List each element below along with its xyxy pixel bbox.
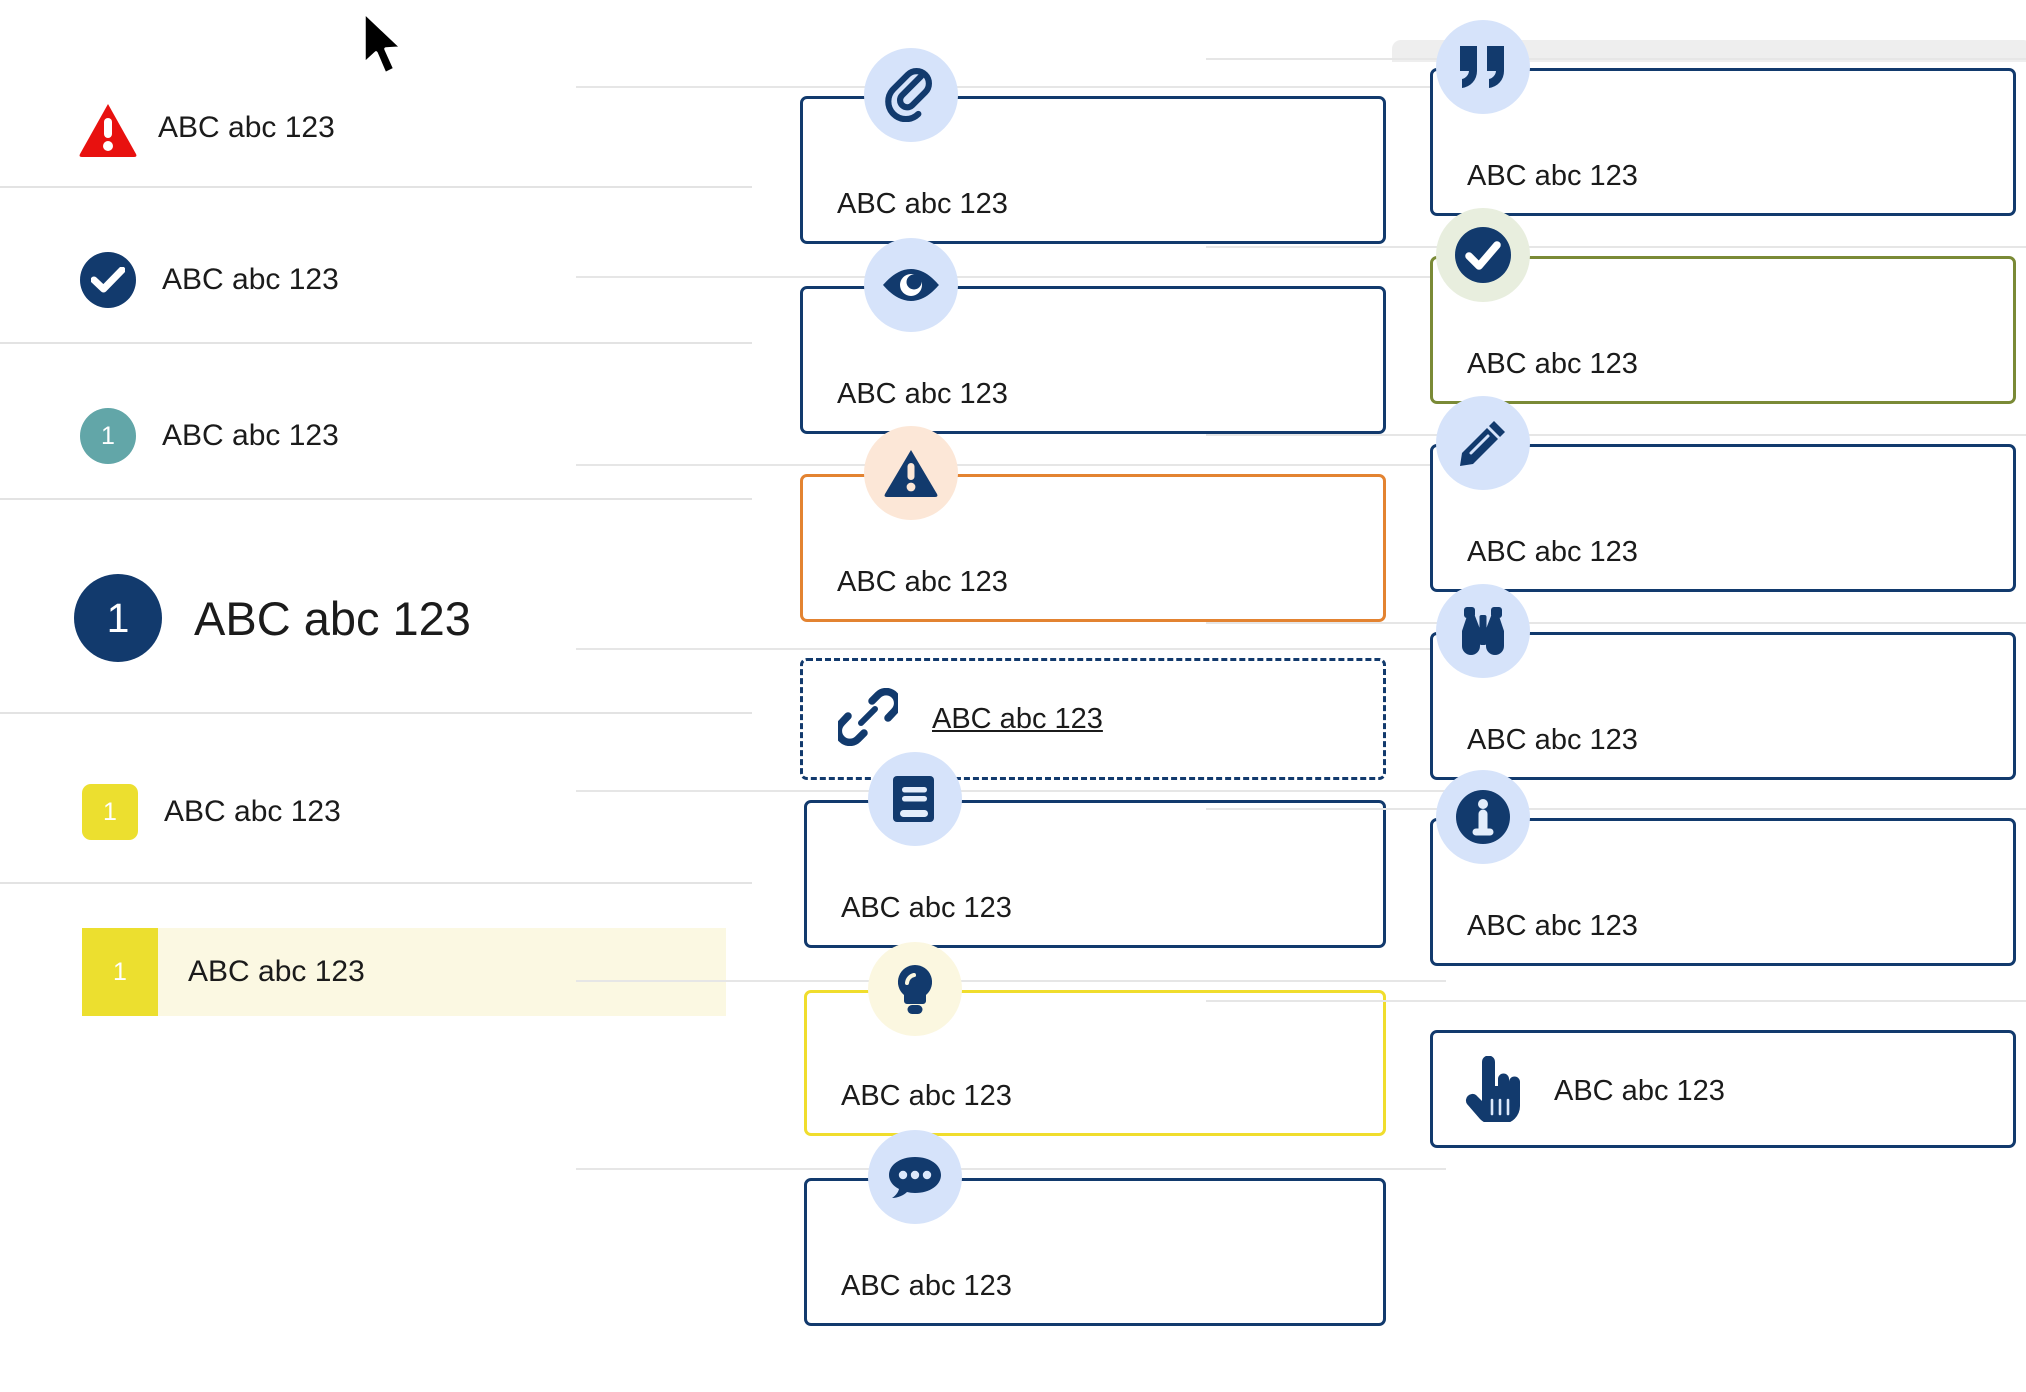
lightbulb-icon (868, 942, 962, 1036)
card-label: ABC abc 123 (841, 892, 1012, 924)
eye-icon (864, 238, 958, 332)
column-divider (576, 648, 1446, 650)
list-divider (0, 882, 752, 884)
list-item[interactable]: 1 ABC abc 123 (0, 386, 339, 486)
column-divider (1206, 58, 2026, 60)
list-item-label: ABC abc 123 (194, 591, 471, 645)
panel-edge-decoration (1392, 40, 2026, 62)
speech-bubble-icon (868, 1130, 962, 1224)
card-reference[interactable]: ABC abc 123 (804, 800, 1386, 948)
column-divider (1206, 434, 2026, 436)
pencil-icon (1436, 396, 1530, 490)
card-link-content: ABC abc 123 (834, 687, 1103, 751)
number-badge-icon: 1 (82, 928, 158, 1016)
list-item-label: ABC abc 123 (162, 419, 339, 452)
alert-triangle-icon (78, 102, 137, 157)
card-action[interactable] (1430, 1030, 2016, 1148)
list-item[interactable]: 1 ABC abc 123 (0, 548, 471, 688)
list-item[interactable]: ABC abc 123 (0, 78, 335, 178)
card-label: ABC abc 123 (1467, 160, 1638, 192)
info-icon (1436, 770, 1530, 864)
list-divider (0, 342, 752, 344)
card-label: ABC abc 123 (841, 1270, 1012, 1302)
check-circle-icon (1436, 208, 1530, 302)
status-list: ABC abc 123 ABC abc 123 1 ABC abc 123 1 … (0, 0, 752, 1392)
card-label: ABC abc 123 (1467, 536, 1638, 568)
list-item-label: ABC abc 123 (188, 955, 365, 988)
card-label: ABC abc 123 (1467, 910, 1638, 942)
list-item[interactable]: 1 ABC abc 123 (0, 762, 341, 862)
number-badge-icon: 1 (80, 408, 136, 464)
list-item-label: ABC abc 123 (162, 263, 339, 296)
column-divider (576, 86, 1446, 88)
column-divider (1206, 246, 2026, 248)
card-label: ABC abc 123 (837, 378, 1008, 410)
number-badge-icon: 1 (74, 574, 162, 662)
alert-triangle-icon (864, 426, 958, 520)
column-divider (1206, 1000, 2026, 1002)
column-divider (576, 464, 1446, 466)
column-divider (1206, 808, 2026, 810)
number-badge-text: 1 (113, 957, 127, 986)
card-label: ABC abc 123 (837, 188, 1008, 220)
list-item-label: ABC abc 123 (158, 111, 335, 144)
card-label: ABC abc 123 (837, 566, 1008, 598)
pointing-hand-icon (1462, 1055, 1520, 1127)
list-divider (0, 186, 752, 188)
column-divider (576, 1168, 1446, 1170)
column-divider (576, 790, 1446, 792)
card-action-content: ABC abc 123 (1462, 1055, 1725, 1127)
number-badge-text: 1 (101, 421, 115, 450)
number-badge-text: 1 (106, 594, 130, 641)
card-info[interactable]: ABC abc 123 (1430, 818, 2016, 966)
card-label[interactable]: ABC abc 123 (932, 703, 1103, 735)
number-badge-text: 1 (103, 797, 117, 826)
check-circle-icon (80, 252, 136, 308)
card-label: ABC abc 123 (1467, 348, 1638, 380)
card-explore[interactable]: ABC abc 123 (1430, 632, 2016, 780)
list-divider (0, 712, 752, 714)
column-divider (1206, 622, 2026, 624)
column-divider (576, 276, 1446, 278)
list-divider (0, 498, 752, 500)
link-icon (834, 687, 902, 751)
book-icon (868, 752, 962, 846)
list-item-selected[interactable]: 1 ABC abc 123 (82, 928, 726, 1016)
card-success[interactable]: ABC abc 123 (1430, 256, 2016, 404)
column-divider (576, 980, 1446, 982)
binoculars-icon (1436, 584, 1530, 678)
card-quote[interactable]: ABC abc 123 (1430, 68, 2016, 216)
card-edit[interactable]: ABC abc 123 (1430, 444, 2016, 592)
number-badge-icon: 1 (82, 784, 138, 840)
list-item[interactable]: ABC abc 123 (0, 230, 339, 330)
card-label: ABC abc 123 (1467, 724, 1638, 756)
list-item-label: ABC abc 123 (164, 795, 341, 828)
card-label: ABC abc 123 (841, 1080, 1012, 1112)
card-label: ABC abc 123 (1554, 1075, 1725, 1107)
quote-icon (1436, 20, 1530, 114)
paperclip-icon (864, 48, 958, 142)
